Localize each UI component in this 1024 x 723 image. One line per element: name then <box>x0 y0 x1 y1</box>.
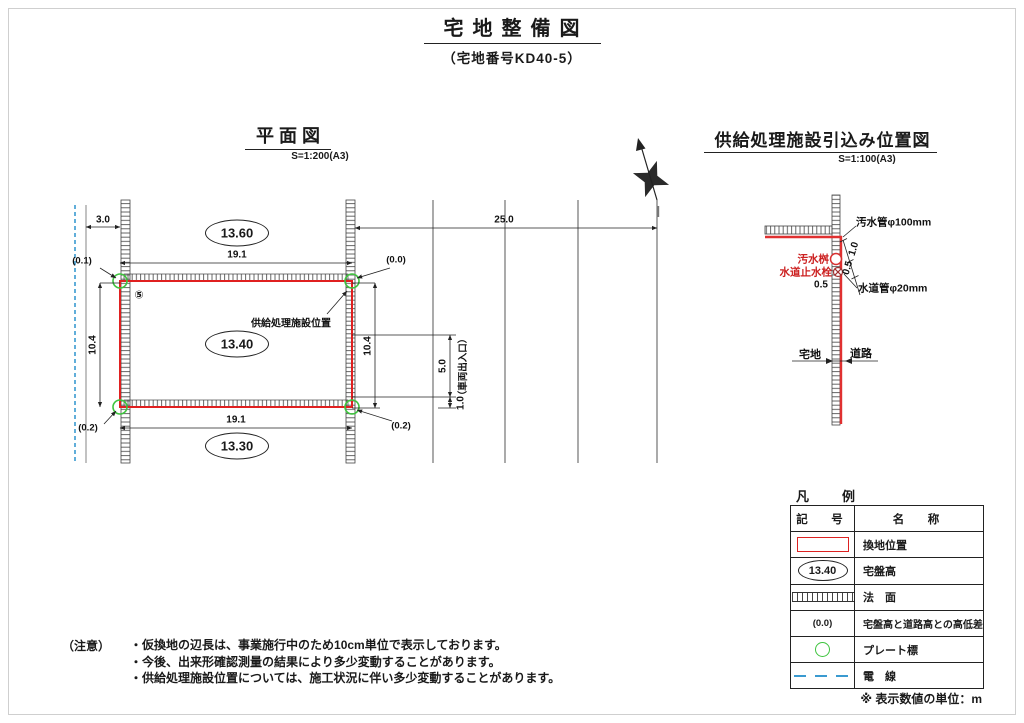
plan-title: 平面図 <box>245 122 331 150</box>
page-title: 宅地整備図 <box>423 12 601 44</box>
header: 宅地整備図 （宅地番号KD40-5） <box>0 12 1024 67</box>
water-pipe-label: 水道管φ20mm <box>858 282 928 295</box>
slope-hatch-symbol <box>791 592 854 603</box>
ground-level-mid: 13.40 <box>205 330 269 358</box>
corner-diff-bottom-right: (0.2) <box>391 420 411 432</box>
ground-level-top: 13.60 <box>205 219 269 247</box>
page-border <box>8 8 1016 715</box>
dim-entrance-offset: 1.0 <box>455 396 467 410</box>
ground-level-symbol: 13.40 <box>797 560 848 582</box>
legend-row-lot: 換地位置 <box>791 531 983 558</box>
legend-row-diff: (0.0) 宅盤高と道路高との高低差 <box>791 609 983 636</box>
supply-scale: S=1:100(A3) <box>838 154 896 165</box>
dim-height-left: 10.4 <box>87 335 99 355</box>
legend-title: 凡 例 <box>796 489 866 504</box>
legend-row-wire: 電 線 <box>791 662 983 689</box>
sewer-basin-label: 汚水桝 <box>797 253 830 266</box>
dim-supply-side: 0.5 <box>814 279 828 291</box>
dim-entrance-width: 5.0 <box>437 359 449 373</box>
lot-side-label: 宅地 <box>799 349 821 361</box>
legend-table: 記 号 名 称 換地位置 13.40 宅盤高 法 面 (0.0) 宅盤高と道路高… <box>790 505 984 690</box>
legend-col-symbol: 記 号 <box>791 506 855 532</box>
sewer-pipe-label: 汚水管φ100mm <box>856 216 932 229</box>
entrance-label: （車両出入口） <box>458 333 469 401</box>
legend-row-level: 13.40 宅盤高 <box>791 557 983 584</box>
corner-diff-top-right: (0.0) <box>386 254 406 266</box>
dim-offset-left: 3.0 <box>96 214 110 226</box>
dim-width-top: 19.1 <box>227 249 247 261</box>
corner-diff-bottom-left: (0.2) <box>78 422 98 434</box>
facility-position-label: 供給処理施設位置 <box>251 318 331 330</box>
note-item: ・仮換地の辺長は、事業施行中のため10cm単位で表示しております。 <box>130 638 507 652</box>
supply-section-title: 供給処理施設引込み位置図 S=1:100(A3) <box>700 126 940 165</box>
legend-col-name: 名 称 <box>892 513 946 526</box>
unit-note: ※ 表示数値の単位：m <box>860 692 982 706</box>
plate-marker-symbol <box>815 642 830 658</box>
notes-heading: （注意） <box>62 639 111 653</box>
water-valve-label: 水道止水栓 <box>779 266 833 279</box>
plan-section-title: 平面図 S=1:200(A3) <box>208 122 368 162</box>
plate-number-mark: ⑤ <box>134 289 144 302</box>
note-item: ・供給処理施設位置については、施工状況に伴い多少変動することがあります。 <box>130 671 561 685</box>
supply-title: 供給処理施設引込み位置図 <box>703 126 937 153</box>
legend-row-slope: 法 面 <box>791 583 983 610</box>
legend-header-row: 記 号 名 称 <box>791 506 983 532</box>
dim-width-bottom: 19.1 <box>226 414 246 426</box>
corner-diff-top-left: (0.1) <box>72 255 92 267</box>
dim-road-width: 25.0 <box>494 214 514 226</box>
notes-block: （注意） ・仮換地の辺長は、事業施行中のため10cm単位で表示しております。 ・… <box>62 637 560 687</box>
dim-height-right: 10.4 <box>362 336 374 356</box>
plan-scale: S=1:200(A3) <box>291 151 349 162</box>
road-side-label: 道路 <box>850 348 872 360</box>
legend-row-plate: プレート標 <box>791 635 983 663</box>
electric-wire-symbol <box>793 674 852 677</box>
height-diff-symbol: (0.0) <box>812 617 833 629</box>
note-item: ・今後、出来形確認測量の結果により多少変動することがあります。 <box>130 654 501 669</box>
lot-boundary-symbol <box>796 537 849 553</box>
ground-level-bottom: 13.30 <box>205 432 269 460</box>
page-subtitle: （宅地番号KD40-5） <box>442 51 582 66</box>
